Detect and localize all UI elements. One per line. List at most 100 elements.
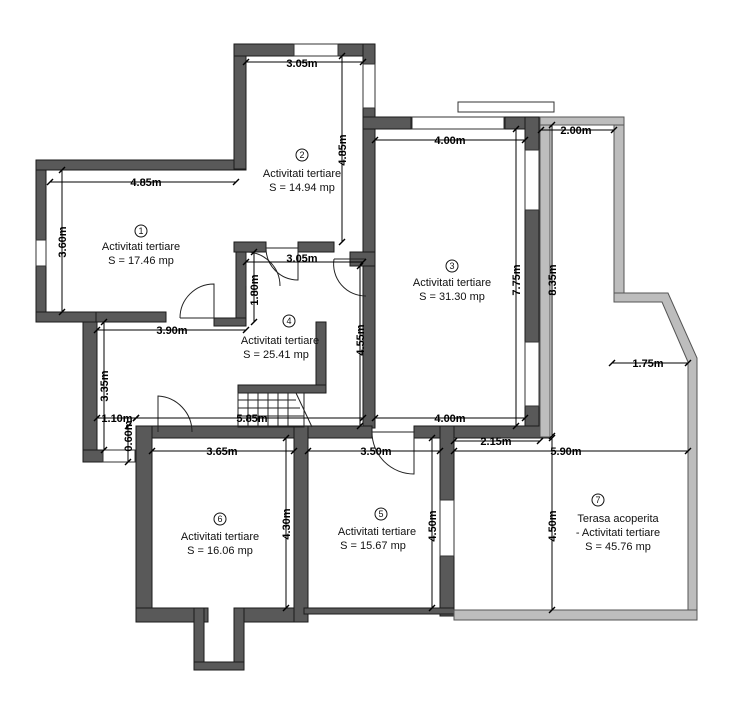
wall <box>235 242 247 326</box>
room-4-label: 4 Activitati tertiare S = 25.41 mp <box>241 314 319 361</box>
dim-tick <box>338 52 346 60</box>
dim-tick <box>282 434 290 442</box>
wall <box>193 607 205 671</box>
dim-label: 3.05m <box>286 58 317 70</box>
dim-label: 7.75m <box>511 264 523 295</box>
dim-tick <box>290 447 298 455</box>
wall <box>293 425 309 623</box>
room-3-label: 3 Activitati tertiare S = 31.30 mp <box>413 259 491 303</box>
dim-tick <box>521 414 529 422</box>
dim-tick <box>428 604 436 612</box>
dim-tick <box>359 58 367 66</box>
wall <box>233 607 245 671</box>
dim-tick <box>450 437 458 445</box>
wall <box>539 116 625 126</box>
wall <box>213 317 247 327</box>
dim-tick <box>548 432 556 440</box>
room-area: S = 25.41 mp <box>243 349 309 361</box>
dim-label: 5.90m <box>550 446 581 458</box>
wall <box>297 241 335 253</box>
dim-tick <box>58 308 66 316</box>
wall <box>35 159 247 171</box>
room-number-badge <box>295 148 309 162</box>
room-number-badge <box>591 493 605 507</box>
dim-label: 1.80m <box>249 274 261 305</box>
dim-tick <box>232 178 240 186</box>
dim-tick <box>512 125 520 133</box>
dim-tick <box>338 238 346 246</box>
windows <box>35 43 555 557</box>
dim-label: 1.10m <box>101 413 132 425</box>
wall <box>233 43 247 170</box>
window <box>457 101 555 113</box>
room-area: S = 31.30 mp <box>419 291 485 303</box>
wall <box>613 292 698 621</box>
dim-tick <box>242 326 250 334</box>
walls <box>35 43 698 671</box>
room-number-badge <box>374 507 388 521</box>
window <box>439 499 455 557</box>
dim-label: 4.00m <box>434 135 465 147</box>
wall <box>135 425 373 439</box>
dim-tick <box>684 359 692 367</box>
room-number: 6 <box>217 514 222 524</box>
dim-tick <box>282 604 290 612</box>
room-area: S = 15.67 mp <box>340 540 406 552</box>
wall <box>315 321 327 393</box>
room-area: S = 14.94 mp <box>269 182 335 194</box>
dim-label: 3.60m <box>57 226 69 257</box>
room-name: Activitati tertiare <box>263 168 341 180</box>
room-name: - Activitati tertiare <box>576 527 660 539</box>
dim-tick <box>46 178 54 186</box>
window <box>35 239 47 267</box>
doors <box>157 247 415 475</box>
dim-tick <box>148 447 156 455</box>
wall <box>135 425 153 622</box>
dim-tick <box>132 414 140 422</box>
dim-tick <box>124 422 132 430</box>
wall <box>233 241 267 253</box>
wall <box>135 607 209 623</box>
wall <box>35 311 97 323</box>
wall <box>362 116 412 130</box>
room-number-badge <box>282 314 296 328</box>
room-name: Activitati tertiare <box>413 277 491 289</box>
dim-tick <box>610 126 618 134</box>
wall <box>613 116 625 298</box>
dim-tick <box>356 262 364 270</box>
room-name: Activitati tertiare <box>102 241 180 253</box>
dim-tick <box>512 422 520 430</box>
wall <box>237 384 327 394</box>
window <box>411 116 505 130</box>
window <box>102 449 136 463</box>
dim-tick <box>250 248 258 256</box>
dim-label: 3.90m <box>156 325 187 337</box>
dim-label: 4.50m <box>547 510 559 541</box>
window <box>293 43 339 57</box>
dim-tick <box>537 126 545 134</box>
dim-label: 4.55m <box>355 324 367 355</box>
dim-tick <box>371 414 379 422</box>
dim-tick <box>428 434 436 442</box>
dim-label: 4.85m <box>130 177 161 189</box>
dim-tick <box>100 446 108 454</box>
dim-tick <box>548 121 556 129</box>
dim-label: 3.35m <box>99 370 111 401</box>
dim-label: 2.00m <box>560 125 591 137</box>
window <box>524 149 540 211</box>
stairs <box>237 392 313 428</box>
room-2-label: 2 Activitati tertiare S = 14.94 mp <box>263 148 341 194</box>
dim-tick <box>371 136 379 144</box>
dim-tick <box>124 458 132 466</box>
dim-label: 4.00m <box>434 413 465 425</box>
dim-label: 4.50m <box>427 510 439 541</box>
dim-tick <box>242 58 250 66</box>
wall <box>82 449 104 463</box>
dim-tick <box>359 414 367 422</box>
dim-label: 5.85m <box>236 413 267 425</box>
dimension-labels: 3.05m 4.85m 4.85m 3.60m 4.00m 2.00m 7.75… <box>57 58 664 542</box>
dim-tick <box>450 447 458 455</box>
dim-label: 3.50m <box>360 446 391 458</box>
room-name: Activitati tertiare <box>241 335 319 347</box>
